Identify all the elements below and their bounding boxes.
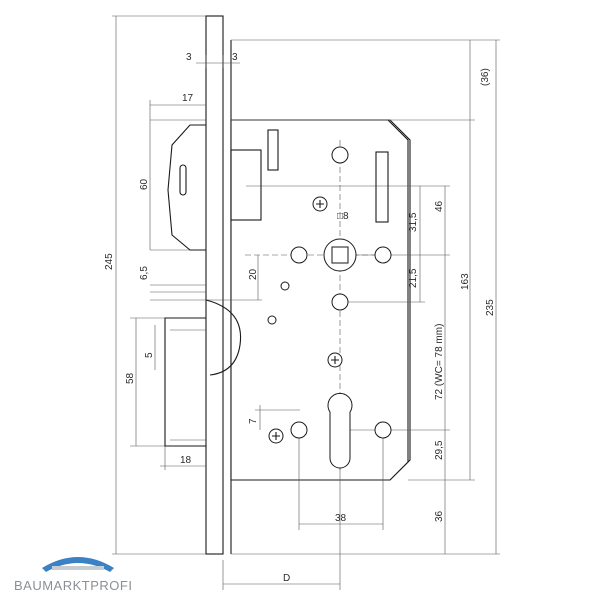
dead-bolt <box>164 299 242 447</box>
dim-21-5: 21,5 <box>408 268 419 288</box>
dim-20: 20 <box>248 268 259 280</box>
dim-3-right: 3 <box>232 52 238 63</box>
dim-60: 60 <box>139 178 150 190</box>
dim-36-bottom: 36 <box>434 510 445 522</box>
dim-46: 46 <box>434 200 445 212</box>
case-slots <box>267 129 389 223</box>
dim-58: 58 <box>125 372 136 384</box>
dim-31-5: 31,5 <box>408 212 419 232</box>
dim-38: 38 <box>335 513 347 524</box>
logo-text: BAUMARKTPROFI <box>14 578 132 593</box>
latch-bolt <box>167 124 262 251</box>
dimension-labels: 3 3 (36) 17 60 245 46 31,5 □8 20 6,5 21,… <box>104 52 496 584</box>
dim-7: 7 <box>248 418 259 424</box>
dim-3-left: 3 <box>186 52 192 63</box>
dim-5: 5 <box>144 352 155 358</box>
screw-icon <box>268 196 343 444</box>
dim-6-5: 6,5 <box>139 266 150 280</box>
dim-245: 245 <box>104 253 115 270</box>
spindle-follower <box>323 238 357 272</box>
baumarktprofi-logo: BAUMARKTPROFI <box>14 557 132 593</box>
dim-163: 163 <box>460 273 471 290</box>
dim-36-top: (36) <box>480 68 491 86</box>
dim-d: D <box>283 573 290 584</box>
dim-29-5: 29,5 <box>434 440 445 460</box>
fixing-holes <box>267 146 392 439</box>
face-plate <box>205 15 224 555</box>
dim-18: 18 <box>180 455 192 466</box>
dim-235: 235 <box>485 299 496 316</box>
dim-17: 17 <box>182 93 194 104</box>
dim-square-8: □8 <box>337 211 349 222</box>
cylinder-cutout <box>327 392 353 469</box>
dim-72: 72 (WC= 78 mm) <box>434 324 445 400</box>
logo-arch-icon <box>42 557 114 572</box>
